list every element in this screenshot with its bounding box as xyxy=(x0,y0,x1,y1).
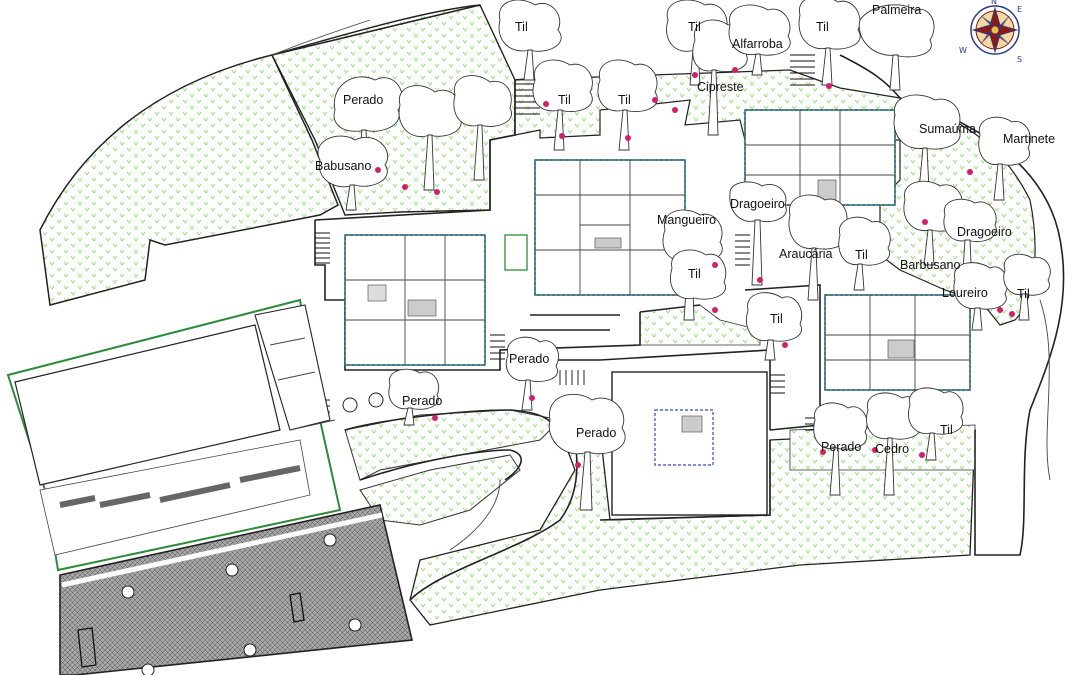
label-martinete: Martinete xyxy=(1003,132,1055,146)
tree-loureiro xyxy=(953,262,1008,331)
tree-cedro xyxy=(866,392,922,496)
label-til-mid2: Til xyxy=(618,93,631,107)
label-til-bottom: Til xyxy=(940,423,953,437)
label-til-center-east: Til xyxy=(855,248,868,262)
paved-terrace xyxy=(59,504,413,675)
compass-letter-w: W xyxy=(959,46,967,55)
label-perado-c: Perado xyxy=(576,426,616,440)
compass-letter-e: E xyxy=(1017,5,1022,14)
label-perado-d: Perado xyxy=(821,440,861,454)
label-cedro: Cedro xyxy=(875,442,909,456)
tree-araucaria xyxy=(788,194,848,301)
label-dragoeiro-1: Dragoeiro xyxy=(730,197,785,211)
label-cipreste: Cipreste xyxy=(697,80,744,94)
tree-til-top1 xyxy=(498,0,562,81)
label-babusano: Babusano xyxy=(315,159,371,173)
label-palmeira: Palmeira xyxy=(872,3,921,17)
label-til-top3: Til xyxy=(816,20,829,34)
small-block xyxy=(504,234,528,271)
tree-perado-a xyxy=(505,336,560,411)
main-building xyxy=(314,77,971,516)
tree-til-center-east xyxy=(838,216,891,291)
label-til-right: Til xyxy=(1017,287,1030,301)
label-til-center: Til xyxy=(770,312,783,326)
label-til-left: Til xyxy=(688,267,701,281)
tree-til-mid1 xyxy=(532,59,593,151)
stair-center xyxy=(490,334,505,360)
label-loureiro: Loureiro xyxy=(942,286,988,300)
tree-alfarroba xyxy=(728,4,791,76)
compass-rose-icon: N E S W xyxy=(959,0,1022,64)
auditorium-building xyxy=(6,298,384,572)
tree-til-center xyxy=(746,292,803,361)
compass-letter-n: N xyxy=(991,0,997,6)
label-alfarroba: Alfarroba xyxy=(732,37,783,51)
building-block-center xyxy=(534,159,686,296)
label-mangueiro: Mangueiro xyxy=(657,213,716,227)
label-perado-top: Perado xyxy=(343,93,383,107)
tree-babusano xyxy=(317,135,389,211)
stair-east xyxy=(770,374,820,431)
stair-north-east xyxy=(790,54,815,86)
courtyard-building xyxy=(611,371,768,516)
label-perado-a: Perado xyxy=(509,352,549,366)
tree-til-bottom xyxy=(908,387,964,461)
stair-right xyxy=(735,234,750,266)
label-til-top1: Til xyxy=(515,20,528,34)
tree-cluster-north xyxy=(398,75,513,191)
tree-martinete xyxy=(978,116,1031,201)
label-araucaria: Araucária xyxy=(779,247,833,261)
tree-perado-d xyxy=(813,402,868,496)
label-dragoeiro-2: Dragoeiro xyxy=(957,225,1012,239)
trees xyxy=(317,0,1051,511)
stair-south xyxy=(559,370,585,385)
garden-west-lawn xyxy=(39,54,339,306)
stair-west xyxy=(315,232,330,264)
tree-perado-b xyxy=(388,368,440,426)
tree-markers xyxy=(375,67,1015,468)
label-perado-b: Perado xyxy=(402,394,442,408)
tree-til-far-right xyxy=(1003,253,1051,321)
tree-perado-c xyxy=(548,393,626,511)
label-til-mid1: Til xyxy=(558,93,571,107)
tree-labels: Palmeira Til Til Til Alfarroba Perado Ti… xyxy=(315,3,1055,456)
label-til-top2: Til xyxy=(688,20,701,34)
garden-center-patch xyxy=(639,304,761,346)
tree-palmeira xyxy=(858,4,935,91)
label-sumauma: Sumaúma xyxy=(919,122,976,136)
tree-til-top3 xyxy=(798,0,861,86)
tree-dragoeiro-1 xyxy=(729,181,787,286)
label-barbusano: Barbusano xyxy=(900,258,961,272)
compass-letter-s: S xyxy=(1017,55,1022,64)
stair-north xyxy=(515,83,540,115)
tree-til-left xyxy=(670,249,727,300)
garden-middle-south xyxy=(359,454,521,526)
